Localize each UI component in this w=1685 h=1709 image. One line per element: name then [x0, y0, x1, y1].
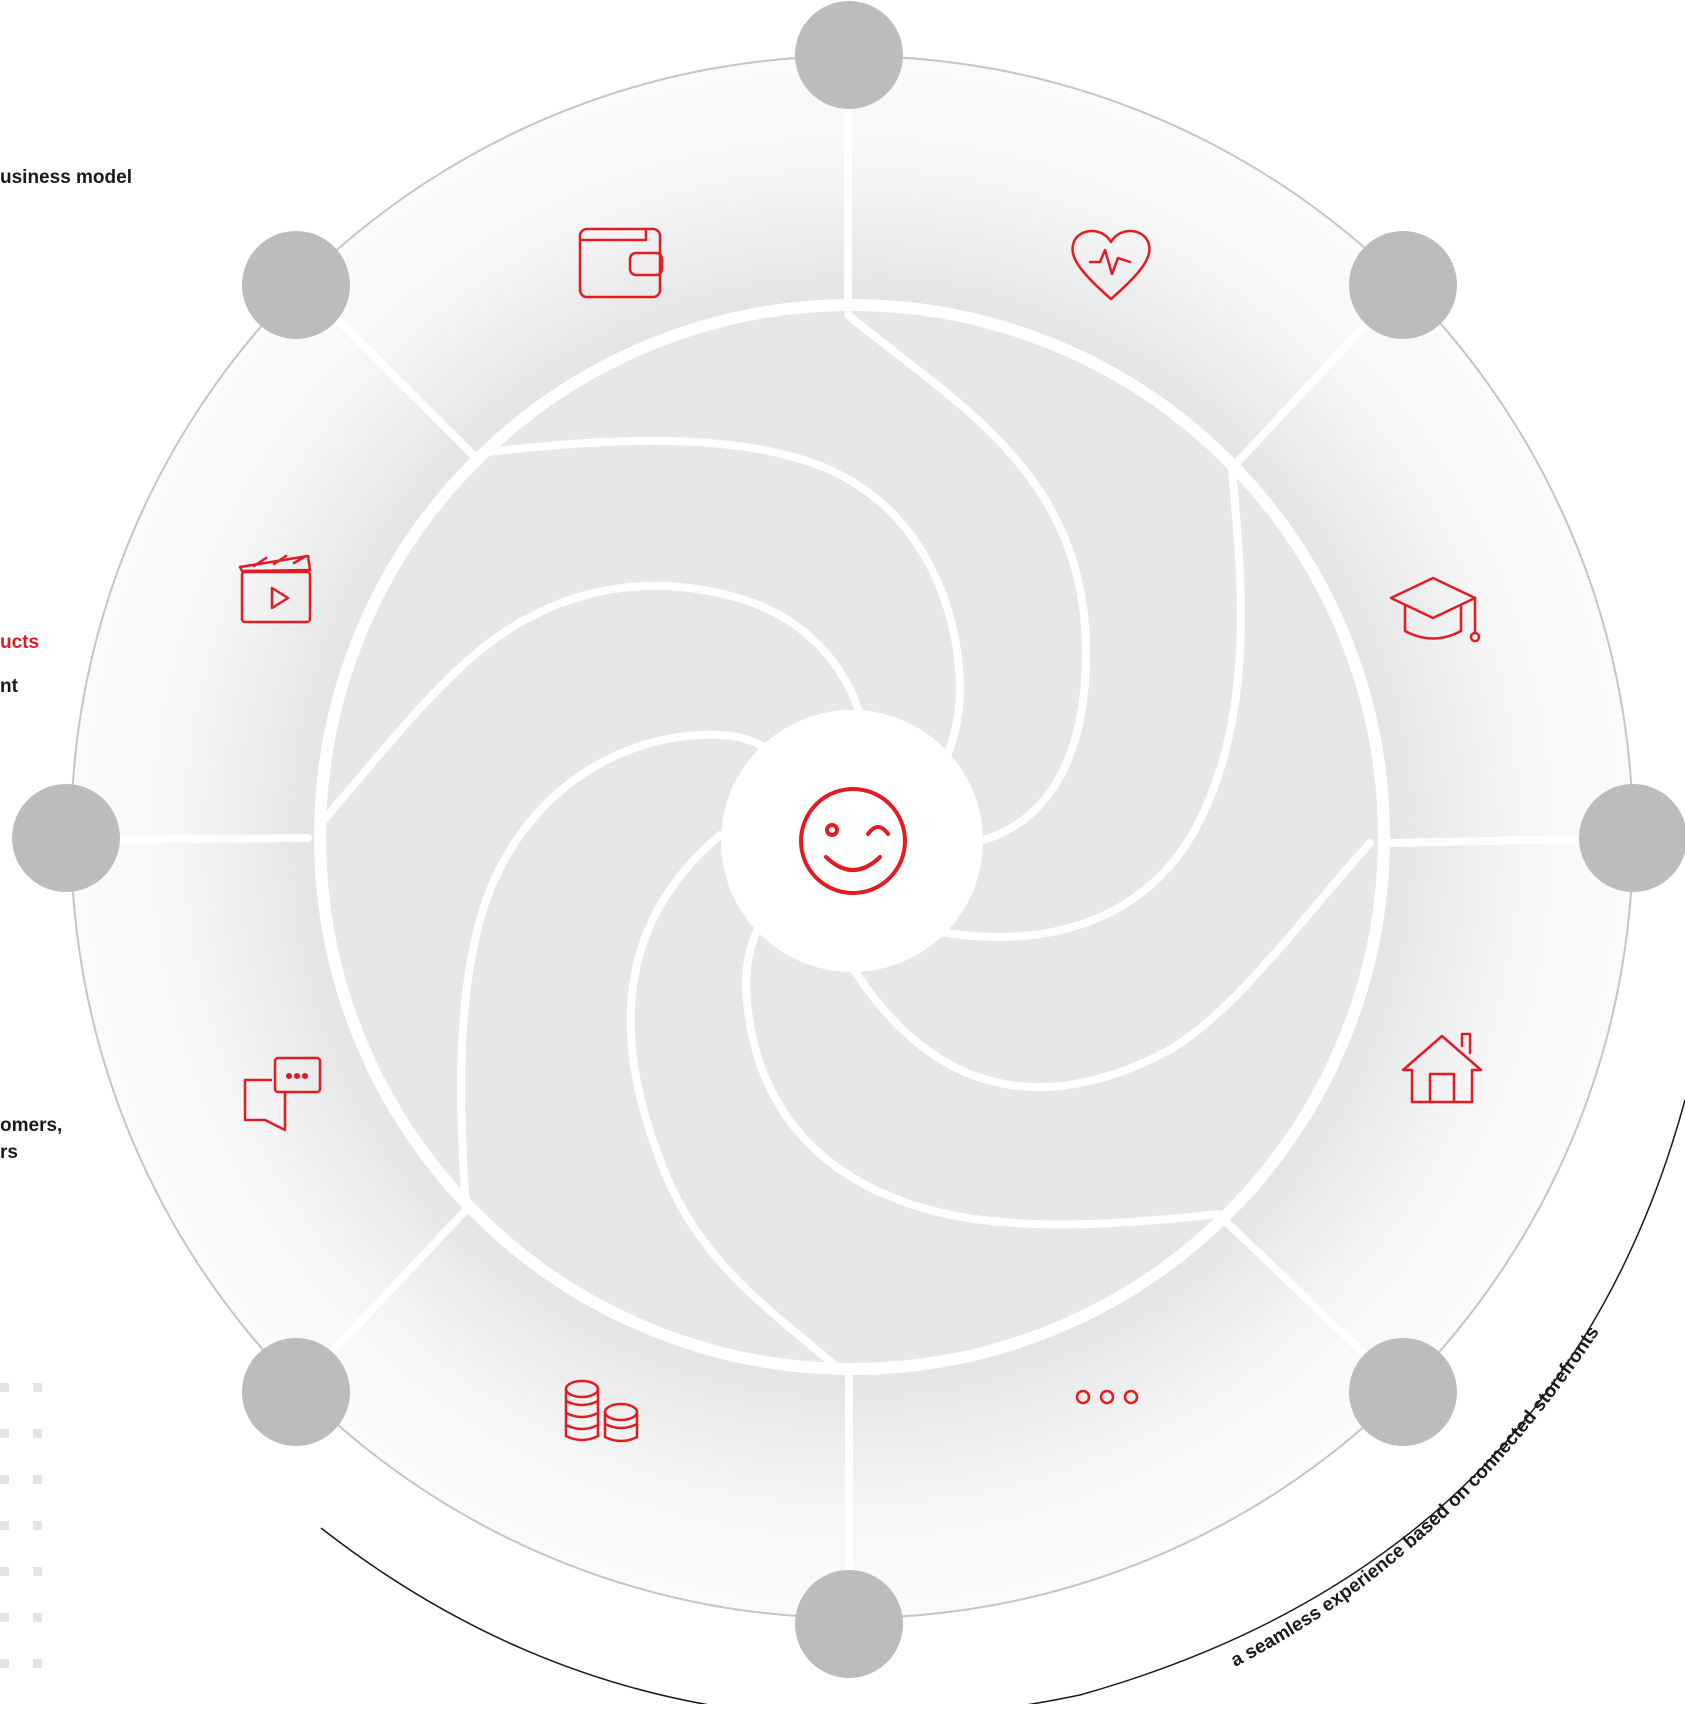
- grid-dot: [0, 1613, 9, 1622]
- label-customers-line2: rs: [0, 1142, 18, 1163]
- grid-dot: [0, 1521, 9, 1530]
- grid-dot: [33, 1521, 42, 1530]
- coins-stack-icon: [564, 1379, 639, 1443]
- label-business-model: usiness model: [0, 167, 132, 188]
- grid-dot: [33, 1567, 42, 1576]
- grid-dot: [33, 1383, 42, 1392]
- grid-dot: [0, 1429, 9, 1438]
- grid-dot: [0, 1383, 9, 1392]
- label-customers-line1: omers,: [0, 1115, 63, 1136]
- dot-grid-decoration: [0, 1383, 42, 1668]
- more-dots-icon: [1075, 1389, 1139, 1405]
- grid-dot: [0, 1567, 9, 1576]
- chat-bubbles-icon: [243, 1056, 322, 1132]
- wallet-icon: [578, 227, 664, 299]
- label-products: ucts: [0, 632, 40, 653]
- winking-smiley-icon: [799, 787, 907, 895]
- grid-dot: [33, 1659, 42, 1668]
- bottom-arc: [320, 1099, 1685, 1709]
- perimeter-nodes: [12, 1, 1685, 1678]
- center-hub: [721, 710, 983, 972]
- graduation-cap-icon: [1389, 576, 1481, 643]
- grid-dot: [33, 1429, 42, 1438]
- label-products-line2: nt: [0, 676, 18, 697]
- grid-dot: [33, 1475, 42, 1484]
- video-clapper-icon: [238, 554, 312, 624]
- grid-dot: [0, 1659, 9, 1668]
- heart-pulse-icon: [1071, 229, 1151, 301]
- grid-dot: [0, 1475, 9, 1484]
- house-icon: [1401, 1032, 1483, 1104]
- swirl-lines: [320, 311, 1374, 1369]
- grid-dot: [33, 1613, 42, 1622]
